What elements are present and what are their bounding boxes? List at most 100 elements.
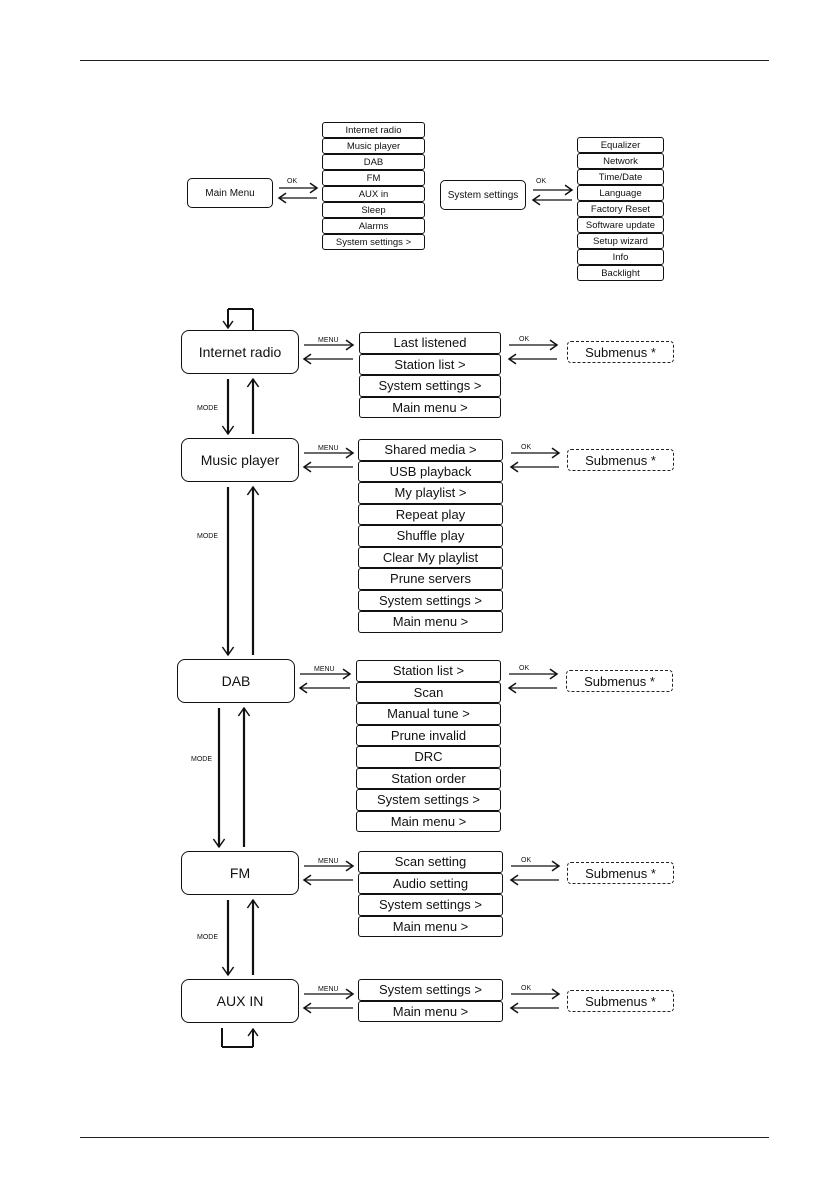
arrow-head [247, 1027, 259, 1037]
main-menu-item: Music player [322, 138, 425, 154]
main-menu-item: Sleep [322, 202, 425, 218]
arrow-head [298, 682, 308, 694]
arrow-head [509, 1002, 519, 1014]
arrow-head [246, 377, 260, 388]
submenus-box: Submenus * [567, 449, 674, 471]
mode-box: AUX IN [181, 979, 299, 1023]
arrow-head [302, 353, 312, 365]
menu-item: Shuffle play [358, 525, 503, 547]
settings-item: Time/Date [577, 169, 664, 185]
ok-label: OK [287, 178, 298, 185]
settings-item: Equalizer [577, 137, 664, 153]
arrow-head [221, 966, 235, 977]
menu-item: System settings > [358, 589, 503, 611]
menu-item: Scan [356, 681, 501, 703]
menu-label: MENU [318, 986, 339, 993]
menu-item: Shared media > [358, 439, 503, 461]
menu-item: Prune servers [358, 568, 503, 590]
main-menu-item: AUX in [322, 186, 425, 202]
main-menu-item: Internet radio [322, 122, 425, 138]
menu-item: Station order [356, 767, 501, 789]
mode-box: DAB [177, 659, 295, 703]
menu-item: Last listened [359, 332, 501, 354]
menu-item: DRC [356, 746, 501, 768]
menu-item: System settings > [356, 789, 501, 811]
arrow-head [549, 339, 559, 351]
arrow-head [507, 353, 517, 365]
mode-label: MODE [191, 756, 212, 763]
settings-item: Backlight [577, 265, 664, 281]
main-menu-item: Alarms [322, 218, 425, 234]
menu-item: Main menu > [359, 396, 501, 418]
footer-rule [80, 1137, 769, 1138]
arrow-head [549, 668, 559, 680]
settings-item: Language [577, 185, 664, 201]
arrow-head [237, 706, 251, 717]
menu-item: Scan setting [358, 851, 503, 873]
mode-box: Internet radio [181, 330, 299, 374]
settings-item: Factory Reset [577, 201, 664, 217]
arrow-head [345, 988, 355, 1000]
arrow-head [551, 860, 561, 872]
arrow-head [345, 860, 355, 872]
ok-label: OK [521, 857, 532, 864]
ok-label: OK [519, 665, 530, 672]
submenus-box: Submenus * [567, 862, 674, 884]
menu-item: My playlist > [358, 482, 503, 504]
main-menu-item: System settings > [322, 234, 425, 250]
arrow-head [551, 988, 561, 1000]
arrow-head [302, 874, 312, 886]
menu-item: Main menu > [358, 611, 503, 633]
menu-label: MENU [314, 666, 335, 673]
menu-item: System settings > [358, 979, 503, 1001]
main-menu-item: DAB [322, 154, 425, 170]
arrow-head [246, 485, 260, 496]
submenus-box: Submenus * [567, 341, 674, 363]
menu-item: Prune invalid [356, 724, 501, 746]
arrow-head [222, 320, 234, 330]
mode-label: MODE [197, 533, 218, 540]
menu-item: System settings > [359, 375, 501, 397]
arrow-head [246, 898, 260, 909]
arrow-head [507, 682, 517, 694]
mode-box: Music player [181, 438, 299, 482]
menu-item: Audio setting [358, 872, 503, 894]
menu-item: Main menu > [358, 915, 503, 937]
ok-label: OK [519, 336, 530, 343]
arrow-head [309, 182, 319, 194]
settings-item: Info [577, 249, 664, 265]
ok-label: OK [521, 985, 532, 992]
arrow-head [564, 184, 574, 196]
menu-item: Repeat play [358, 503, 503, 525]
menu-label: MENU [318, 858, 339, 865]
arrow-head [302, 1002, 312, 1014]
ok-label: OK [521, 444, 532, 451]
main-menu-item: FM [322, 170, 425, 186]
menu-label: MENU [318, 445, 339, 452]
arrow-head [221, 646, 235, 657]
menu-item: System settings > [358, 894, 503, 916]
main-menu-box: Main Menu [187, 178, 273, 208]
settings-item: Network [577, 153, 664, 169]
menu-item: Main menu > [356, 810, 501, 832]
submenus-box: Submenus * [567, 990, 674, 1012]
arrow-head [509, 874, 519, 886]
arrow-head [212, 838, 226, 849]
arrow-head [302, 461, 312, 473]
mode-box: FM [181, 851, 299, 895]
mode-label: MODE [197, 934, 218, 941]
arrow-head [531, 194, 541, 206]
arrow-head [551, 447, 561, 459]
mode-label: MODE [197, 405, 218, 412]
arrow-head [345, 447, 355, 459]
menu-item: Main menu > [358, 1000, 503, 1022]
arrow-head [221, 425, 235, 436]
settings-item: Software update [577, 217, 664, 233]
arrow-head [277, 192, 287, 204]
menu-item: Station list > [359, 353, 501, 375]
ok-label: OK [536, 178, 547, 185]
system-settings-box: System settings [440, 180, 526, 210]
arrow-head [509, 461, 519, 473]
menu-label: MENU [318, 337, 339, 344]
